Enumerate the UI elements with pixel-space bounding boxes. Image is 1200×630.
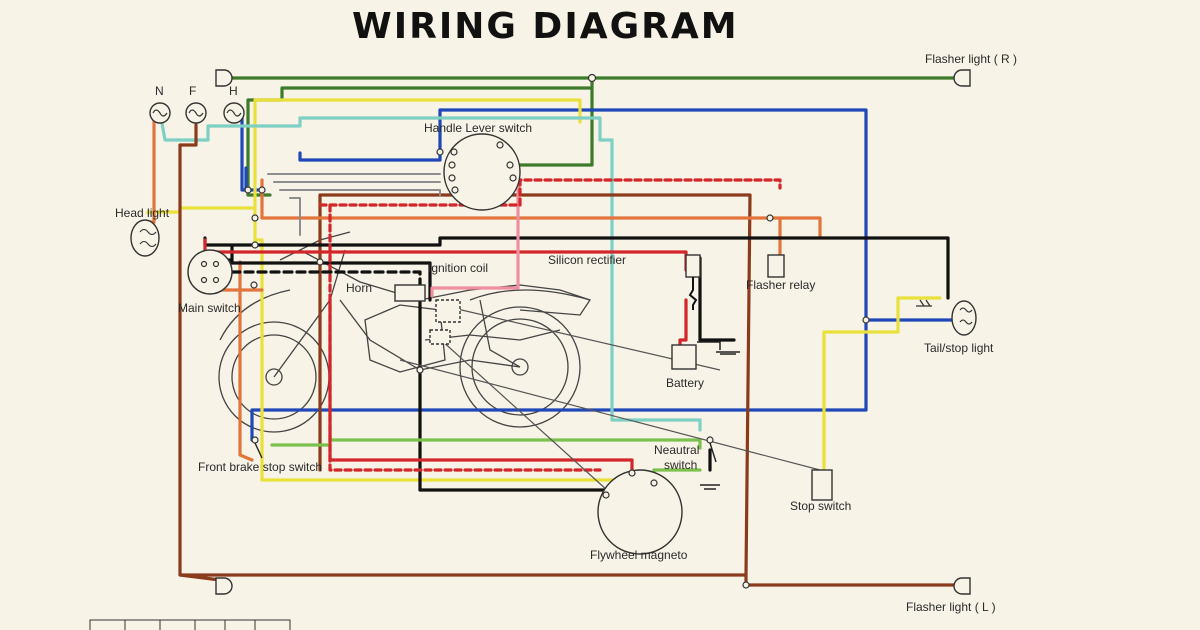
silicon-rectifier-label: Silicon rectifier bbox=[548, 253, 626, 267]
wire-green bbox=[222, 76, 964, 197]
ignition-coil-icon bbox=[394, 284, 426, 302]
wire-black bbox=[198, 236, 950, 502]
flasher-relay-icon bbox=[767, 254, 785, 278]
silicon-rectifier-icon bbox=[685, 254, 701, 278]
neutral-switch-icon bbox=[700, 436, 720, 490]
flasher-light-r-label: Flasher light ( R ) bbox=[925, 52, 1017, 66]
diagram-title: WIRING DIAGRAM bbox=[352, 6, 739, 47]
flasher-light-l-label: Flasher light ( L ) bbox=[906, 600, 996, 614]
indicator-lamp-h bbox=[223, 102, 245, 124]
indicator-lamp-n bbox=[149, 102, 171, 124]
flasher-light-l-icon bbox=[215, 577, 971, 595]
main-switch-icon bbox=[187, 249, 233, 295]
indicator-f-label: F bbox=[189, 84, 196, 98]
head-light-label: Head light bbox=[115, 206, 170, 220]
wire-pink bbox=[430, 183, 520, 298]
wire-brown bbox=[178, 123, 964, 587]
flywheel-magneto-icon bbox=[597, 469, 683, 555]
indicator-lamp-f bbox=[185, 102, 207, 124]
wire-blue bbox=[240, 108, 960, 442]
main-switch-label: Main switch bbox=[178, 301, 241, 315]
indicator-h-label: H bbox=[229, 84, 238, 98]
horn-icon bbox=[429, 299, 461, 345]
handle-lever-switch-icon bbox=[443, 133, 521, 211]
indicator-n-label: N bbox=[155, 84, 164, 98]
handle-lever-switch-label: Handle Lever switch bbox=[424, 121, 532, 135]
stop-switch-label: Stop switch bbox=[790, 499, 851, 513]
wire-red-white-stripe bbox=[318, 178, 782, 472]
junction-nodes bbox=[244, 73, 870, 589]
color-legend-table bbox=[89, 619, 291, 630]
fuse-icon bbox=[688, 277, 698, 310]
thin-leads bbox=[399, 304, 821, 501]
front-brake-stop-switch-label: Front brake stop switch bbox=[198, 460, 322, 474]
wire-orange bbox=[148, 118, 822, 462]
battery-icon bbox=[671, 341, 740, 370]
stop-switch-icon bbox=[811, 469, 833, 501]
tail-stop-light-label: Tail/stop light bbox=[924, 341, 994, 355]
head-light-icon bbox=[130, 219, 160, 257]
front-brake-switch-icon bbox=[251, 436, 263, 459]
battery-label: Battery bbox=[666, 376, 704, 390]
flywheel-magneto-label: Flywheel magneto bbox=[590, 548, 688, 562]
ignition-coil-label: Ignition coil bbox=[428, 261, 488, 275]
horn-label: Horn bbox=[346, 281, 372, 295]
wire-gray bbox=[267, 173, 441, 236]
wire-black-white-stripe bbox=[230, 270, 422, 292]
flasher-relay-label: Flasher relay bbox=[746, 278, 815, 292]
tail-stop-light-icon bbox=[916, 299, 977, 336]
wire-skyblue bbox=[158, 110, 702, 432]
flasher-light-r-icon bbox=[215, 69, 971, 87]
